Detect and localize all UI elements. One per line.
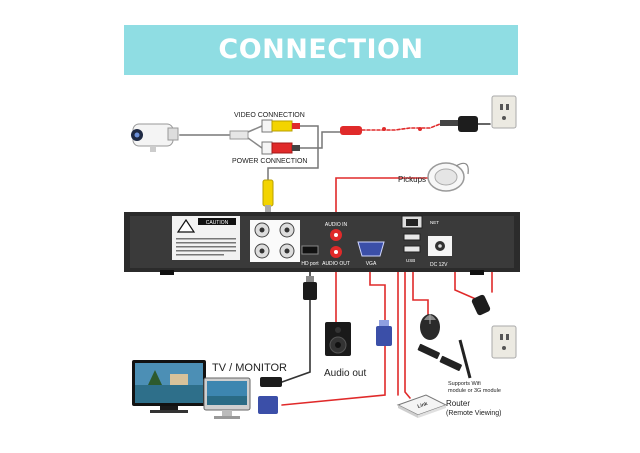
audio-out-port-label: AUDIO OUT <box>322 261 350 267</box>
usb-wifi-cable <box>404 267 411 399</box>
power-adapter-icon <box>440 116 478 132</box>
remote-viewing-label: (Remote Viewing) <box>446 410 502 417</box>
router-brand: Link <box>417 401 429 410</box>
router-label: Router <box>446 399 470 408</box>
audio-ports: AUDIO IN AUDIO OUT <box>322 222 350 267</box>
video-connection-label: VIDEO CONNECTION <box>234 112 305 119</box>
caution-text: CAUTION <box>206 220 229 226</box>
speaker-icon <box>325 322 351 356</box>
router-icon: Link <box>396 394 448 418</box>
bnc-connector-icon <box>262 179 274 213</box>
tv-monitor-label: TV / MONITOR <box>212 362 287 374</box>
wifi-note-1: Supports Wifi <box>448 381 481 387</box>
camera-icon <box>131 123 179 152</box>
hdmi-port: HD port <box>301 245 319 267</box>
title-banner: CONNECTION <box>124 25 518 75</box>
vga-cable <box>281 269 386 406</box>
audio-out-label: Audio out <box>324 368 366 379</box>
power-connection-label: POWER CONNECTION <box>232 158 307 165</box>
wifi-note-2: module or 3G module <box>448 388 501 394</box>
usb-mouse-cable <box>412 267 429 316</box>
bnc-ports <box>250 220 300 262</box>
wall-outlet-icon <box>491 95 517 129</box>
net-usb-ports: NET USB <box>401 215 439 263</box>
usb-dongle-icon <box>417 343 462 371</box>
power-adapter-bottom-icon <box>471 294 491 316</box>
audio-in-label: AUDIO IN <box>325 222 348 228</box>
tv-monitor-icon <box>132 360 251 419</box>
page-title: CONNECTION <box>218 34 424 65</box>
splitter-icon <box>229 119 300 155</box>
video-cable <box>267 125 319 183</box>
microphone-icon <box>427 162 469 192</box>
mouse-icon <box>420 314 440 340</box>
power-plug-icon <box>340 126 422 135</box>
vga-port-label: VGA <box>366 261 377 267</box>
pickups-label: Pickups <box>398 175 426 184</box>
dc-port: DC 12V <box>428 236 452 268</box>
wifi-module-icon <box>458 339 472 379</box>
usb-label: USB <box>406 258 415 263</box>
net-label: NET <box>430 220 439 225</box>
power-cable <box>299 131 341 149</box>
hdmi-plug-icon <box>260 276 317 387</box>
hd-port-label: HD port <box>301 261 319 267</box>
caution-label: CAUTION <box>172 216 240 260</box>
wall-outlet-bottom-icon <box>491 325 517 359</box>
vga-plug-icon <box>258 320 392 414</box>
vga-port: VGA <box>357 241 385 267</box>
dc12v-label: DC 12V <box>430 262 448 268</box>
power-cable-run <box>361 123 441 131</box>
pickup-cable <box>335 177 429 223</box>
